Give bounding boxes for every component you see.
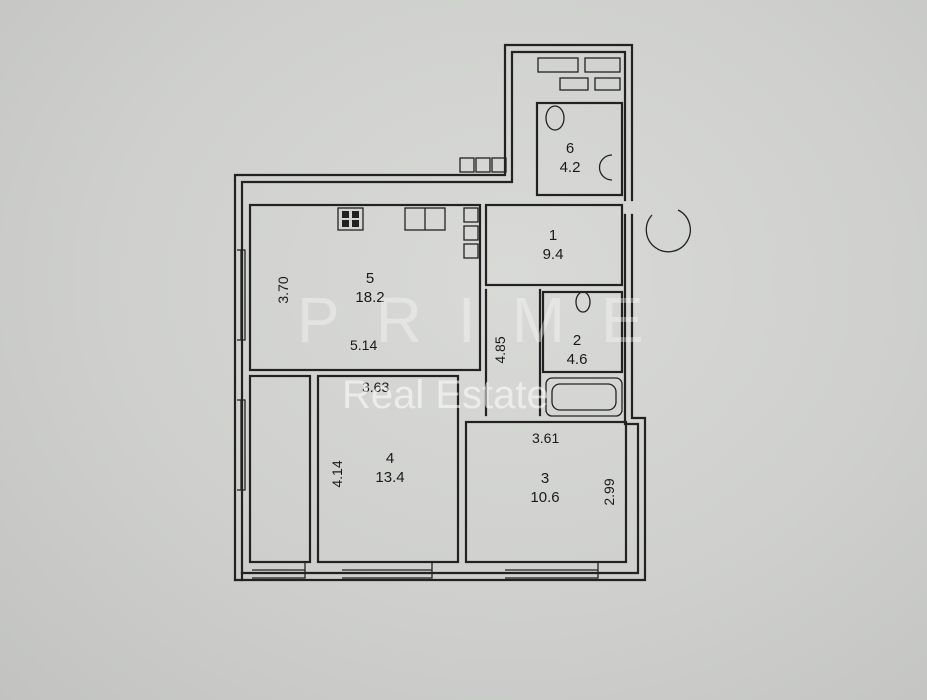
vent-6	[463, 243, 479, 259]
dim-370: 3.70	[275, 276, 291, 303]
room-5-area: 18.2	[355, 289, 384, 306]
outer-wall	[233, 43, 634, 582]
balcony-box-1	[537, 57, 579, 73]
window-south-3	[505, 561, 599, 579]
dim-514: 5.14	[350, 337, 377, 353]
room-6-outline	[535, 101, 624, 197]
stove-burner-4	[352, 220, 359, 227]
dim-363: 3.63	[362, 379, 389, 395]
dim-485: 4.85	[492, 336, 508, 363]
vent-3	[491, 157, 507, 173]
watermark-subtitle: Real Estate	[342, 373, 549, 417]
door-arc-room6	[598, 154, 613, 181]
vent-5	[463, 225, 479, 241]
door-arc-east	[645, 209, 691, 253]
outer-wall-east	[623, 213, 634, 302]
balcony-box-4	[594, 77, 621, 91]
closet-outline	[248, 374, 312, 564]
dim-361: 3.61	[532, 430, 559, 446]
vent-1	[459, 157, 475, 173]
room-1-outline	[484, 203, 624, 287]
stove-burner-2	[352, 211, 359, 218]
room-1-area: 9.4	[543, 246, 564, 263]
room-3-number: 3	[541, 470, 549, 487]
outer-wall-east-low-inner	[240, 298, 640, 575]
toilet-2	[575, 291, 591, 313]
vent-2	[475, 157, 491, 173]
toilet-6	[545, 105, 565, 131]
outer-wall-east-low	[233, 298, 647, 582]
window-west-upper	[237, 249, 246, 341]
corridor-wall	[484, 288, 542, 417]
balcony-box-2	[584, 57, 621, 73]
dim-414: 4.14	[329, 460, 345, 487]
room-5-number: 5	[366, 270, 374, 287]
room-2-area: 4.6	[567, 351, 588, 368]
vent-4	[463, 207, 479, 223]
bathtub-inner	[551, 383, 617, 411]
window-west-lower	[237, 399, 246, 491]
room-4-area: 13.4	[375, 469, 404, 486]
stove	[337, 207, 364, 231]
stove-burner-1	[342, 211, 349, 218]
window-south-2	[342, 561, 433, 579]
dim-299: 2.99	[601, 478, 617, 505]
room-2-number: 2	[573, 332, 581, 349]
room-6-number: 6	[566, 140, 574, 157]
window-south-1	[252, 561, 306, 579]
room-6-area: 4.2	[560, 159, 581, 176]
stove-burner-3	[342, 220, 349, 227]
room-1-number: 1	[549, 227, 557, 244]
balcony-box-3	[559, 77, 589, 91]
room-5-outline	[248, 203, 482, 372]
watermark-brand: PRIME	[297, 284, 680, 356]
room-4-number: 4	[386, 450, 394, 467]
bathtub	[545, 377, 623, 417]
outer-wall-inner	[240, 50, 627, 582]
room-3-area: 10.6	[530, 489, 559, 506]
